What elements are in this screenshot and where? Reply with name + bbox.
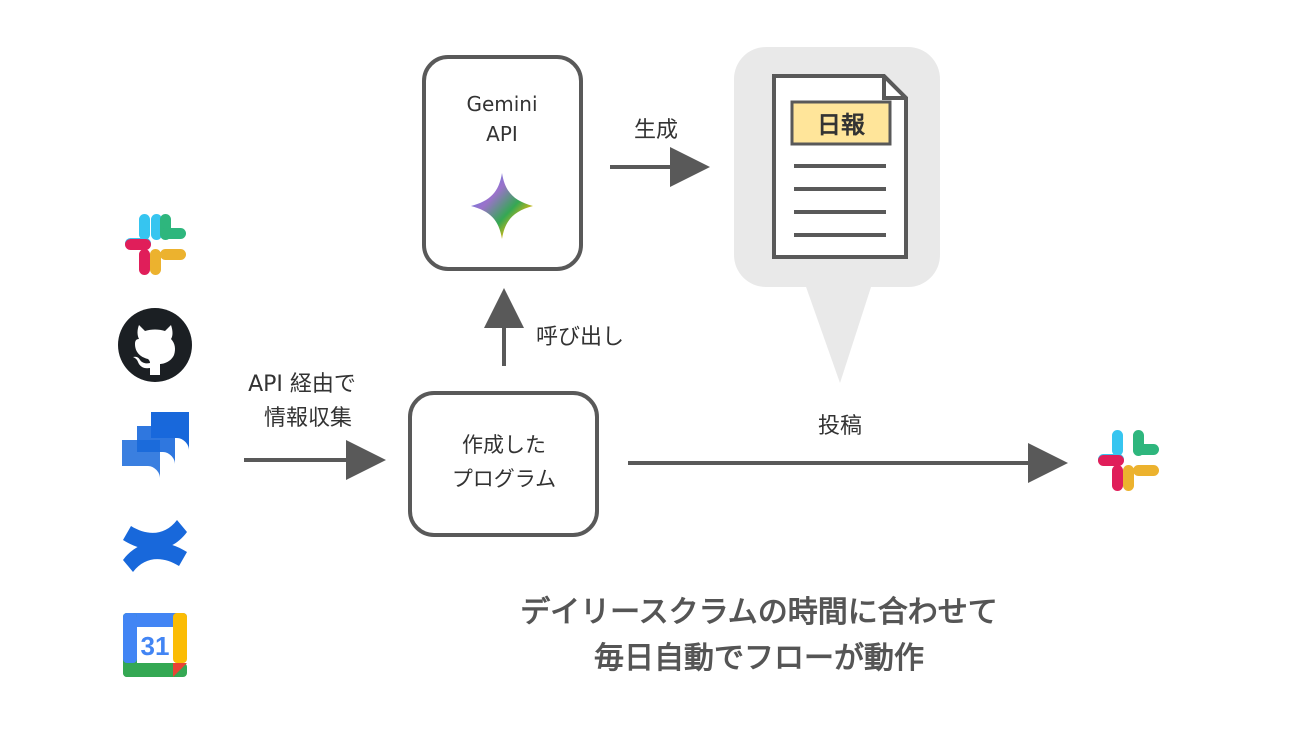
- caption-line1: デイリースクラムの時間に合わせて: [520, 595, 998, 630]
- caption: デイリースクラムの時間に合わせて 毎日自動でフローが動作: [0, 590, 1300, 682]
- document-icon: [772, 74, 908, 259]
- gemini-sparkle-icon: [471, 173, 533, 239]
- github-icon: [118, 308, 192, 382]
- generate-label: 生成: [634, 118, 678, 143]
- caption-line2: 毎日自動でフローが動作: [594, 641, 924, 676]
- program-label-line1: 作成した: [462, 433, 546, 457]
- slack-destination-icon: [1098, 430, 1159, 491]
- slack-icon: [125, 214, 186, 275]
- gemini-label-line2: API: [486, 122, 518, 146]
- calendar-date: 31: [141, 631, 170, 661]
- collect-label-line1: API 経由で: [248, 372, 356, 397]
- jira-icon: [122, 412, 189, 478]
- post-label: 投稿: [818, 414, 862, 439]
- gemini-label-line1: Gemini: [466, 92, 537, 116]
- google-calendar-icon: 31: [123, 613, 187, 677]
- program-box: [408, 391, 599, 537]
- confluence-icon: [123, 520, 187, 572]
- call-label: 呼び出し: [536, 325, 624, 350]
- report-label: 日報: [817, 111, 866, 139]
- gemini-box: [422, 55, 583, 271]
- collect-label-line2: 情報収集: [264, 406, 352, 431]
- program-label-line2: プログラム: [452, 467, 556, 491]
